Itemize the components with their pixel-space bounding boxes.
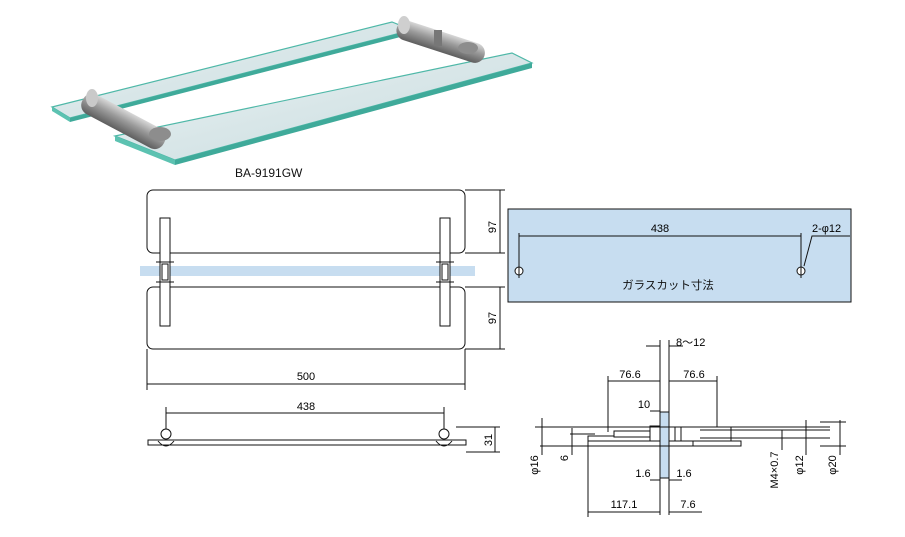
dim-438-cut: 438 bbox=[651, 223, 669, 235]
dim-97-lower: 97 bbox=[487, 312, 499, 324]
dim-10: 10 bbox=[638, 399, 650, 411]
dim-76-6-right: 76.6 bbox=[683, 369, 704, 381]
glass-cut-label: ガラスカット寸法 bbox=[622, 278, 714, 292]
wall-band bbox=[140, 266, 475, 276]
dim-6: 6 bbox=[559, 455, 571, 461]
dim-76-6-left: 76.6 bbox=[619, 369, 640, 381]
left-bracket bbox=[81, 89, 171, 150]
side-view bbox=[147, 407, 500, 453]
dim-31: 31 bbox=[483, 434, 495, 446]
dim-m4-thread: M4×0.7 bbox=[769, 452, 781, 489]
dim-gap: 8〜12 bbox=[676, 337, 705, 349]
dim-1-6-right: 1.6 bbox=[676, 468, 691, 480]
dim-438-side: 438 bbox=[297, 401, 315, 413]
detail-view bbox=[535, 340, 846, 517]
lower-glass-shelf bbox=[112, 52, 534, 161]
hole-spec: 2-φ12 bbox=[812, 223, 841, 235]
dim-phi-16: φ16 bbox=[529, 455, 541, 474]
dim-7-6: 7.6 bbox=[680, 499, 695, 511]
glass-top-upper bbox=[146, 189, 466, 254]
dim-1-6-left: 1.6 bbox=[635, 468, 650, 480]
dim-97-upper: 97 bbox=[487, 221, 499, 233]
glass-cut-panel bbox=[507, 208, 852, 303]
dim-500: 500 bbox=[297, 371, 315, 383]
dim-117-1: 117.1 bbox=[611, 499, 638, 511]
wall-section bbox=[659, 411, 670, 479]
dim-phi-12: φ12 bbox=[794, 455, 806, 474]
right-bracket bbox=[396, 16, 485, 63]
product-illustration bbox=[50, 16, 534, 165]
dim-phi-20: φ20 bbox=[827, 455, 839, 474]
model-number: BA-9191GW bbox=[235, 166, 303, 180]
top-view bbox=[140, 189, 505, 390]
glass-top-lower bbox=[146, 286, 466, 350]
